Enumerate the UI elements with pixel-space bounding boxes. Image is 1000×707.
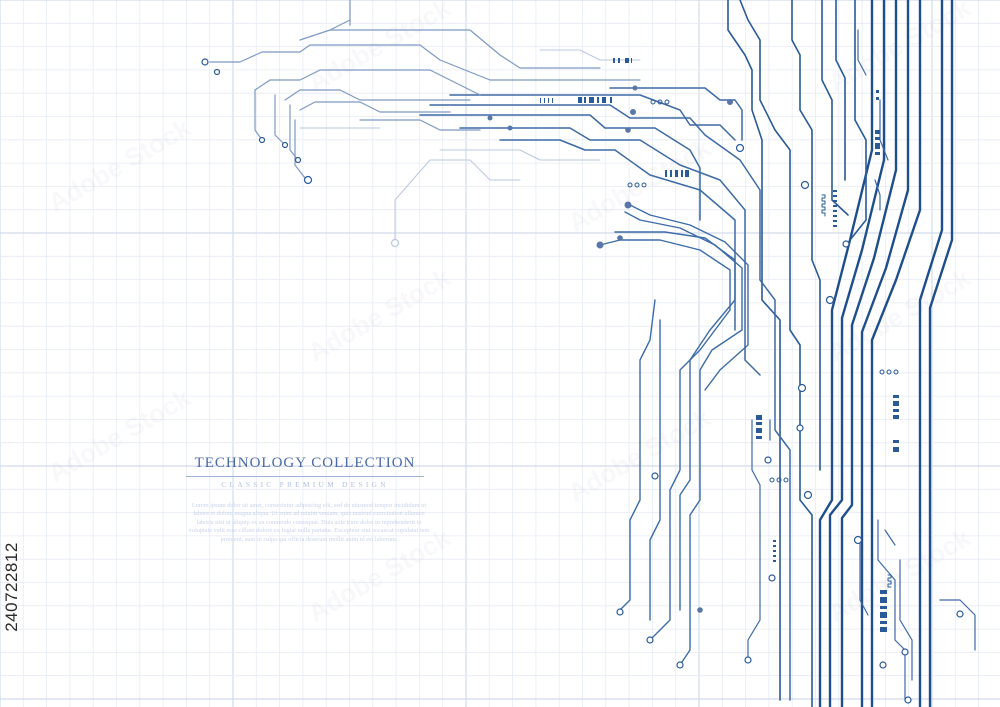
tiny-ring-marks [627,99,899,483]
placeholder-paragraph: Lorem ipsum dolor sit amet, consectetur … [188,502,430,543]
title-block: TECHNOLOGY COLLECTION CLASSIC PREMIUM DE… [180,455,430,489]
filled-pads [487,85,733,613]
headline-title: TECHNOLOGY COLLECTION [194,455,416,471]
zigzag-marks [821,194,892,588]
headline-subtitle: CLASSIC PREMIUM DESIGN [221,480,389,489]
right-trace-bus [818,0,954,707]
title-divider [186,476,424,477]
middle-descending-traces [599,204,749,666]
pale-traces [299,49,641,244]
horizontal-traces [419,87,791,701]
upper-left-light-traces [209,0,641,179]
trace-terminals [201,58,964,704]
chip-marks [540,58,899,632]
stock-image-id: 240722812 [2,542,21,632]
upper-right-traces [727,0,867,707]
